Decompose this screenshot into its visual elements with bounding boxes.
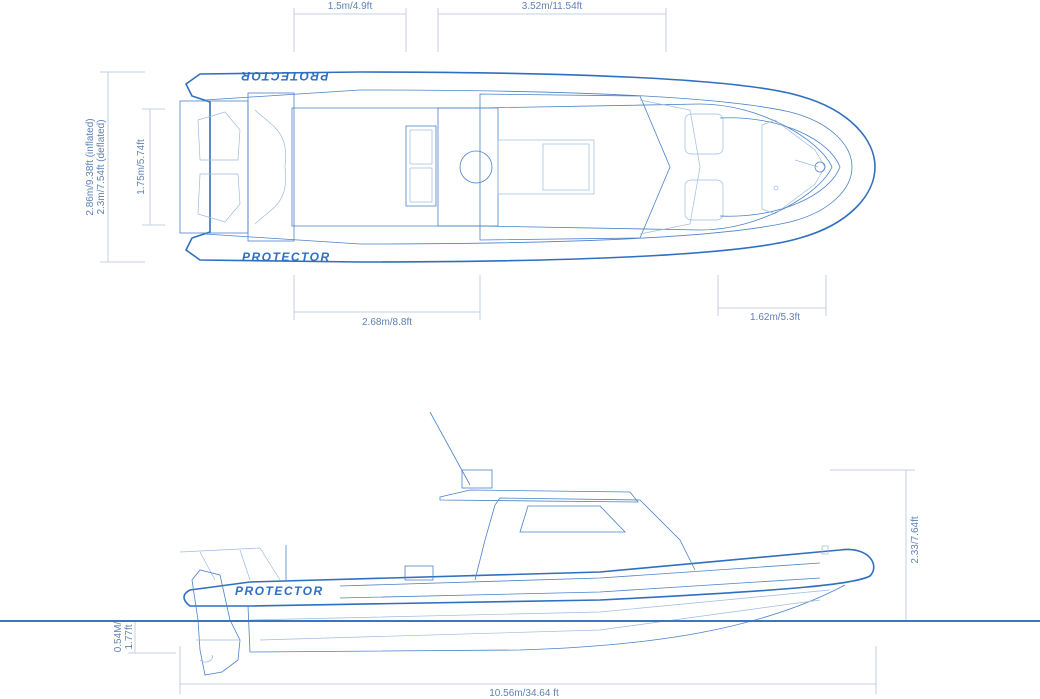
- dimension-lines-top: [100, 8, 827, 320]
- side-view: 2.33/7.64ft 0.54M/ 1.77ft 10.56m/34.64 f…: [0, 411, 1040, 699]
- dim-label-draft-1: 0.54M/: [113, 621, 124, 652]
- dim-label-deck-length: 2.68m/8.8ft: [362, 317, 412, 328]
- dim-label-transom-console: 1.5m/4.9ft: [328, 1, 373, 12]
- dim-label-beam-inflated: 2.86m/9.38ft (inflated): [85, 118, 96, 215]
- dim-label-console-bow: 3.52m/11.54ft: [522, 1, 583, 12]
- dim-label-bow-section: 1.62m/5.3ft: [750, 312, 800, 323]
- dim-label-inner-beam: 1.75m/5.74ft: [136, 139, 147, 195]
- brand-logo-side-tube: PROTECTOR: [235, 584, 324, 598]
- dim-label-beam-deflated: 2.3m/7.54ft (deflated): [96, 119, 107, 214]
- top-view: 1.5m/4.9ft 3.52m/11.54ft 2.68m/8.8ft 1.6…: [85, 1, 876, 328]
- dim-label-length-overall: 10.56m/34.64 ft: [489, 688, 559, 699]
- brand-logo-top-tube: PROTECTOR: [240, 69, 329, 83]
- dim-label-draft-2: 1.77ft: [124, 624, 135, 649]
- dim-label-height: 2.33/7.64ft: [910, 516, 921, 563]
- brand-logo-bottom-tube: PROTECTOR: [242, 250, 331, 264]
- side-hull: [179, 411, 875, 676]
- top-hull: [179, 71, 876, 263]
